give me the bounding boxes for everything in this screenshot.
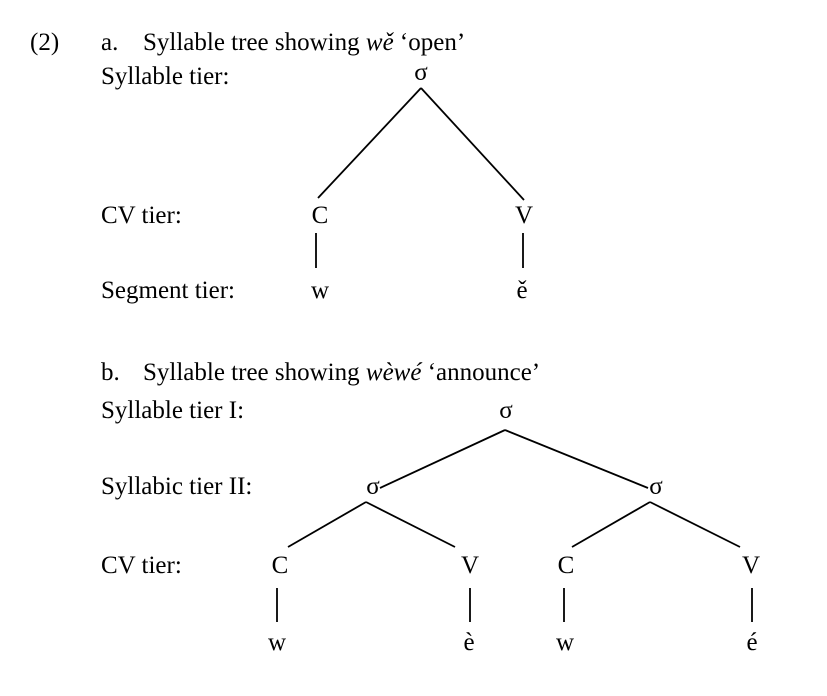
example-number: (2) — [30, 29, 60, 56]
title-gloss: ‘open’ — [393, 29, 466, 56]
branch-b-s1-c — [287, 501, 367, 548]
node-v2: V — [741, 552, 761, 579]
segment-e: ě — [516, 277, 528, 304]
node-sigma-1: σ — [366, 473, 380, 500]
title-word: wèwé — [365, 359, 422, 386]
branch-a-sigma-v — [420, 87, 525, 201]
node-c: C — [311, 202, 329, 229]
tier-label-syllable: Syllable tier: — [101, 63, 230, 90]
subexample-a-letter: a. — [101, 29, 119, 56]
node-sigma-2: σ — [649, 473, 663, 500]
branch-b-s1-v — [365, 501, 456, 548]
tier-label-syllable-1: Syllable tier I: — [101, 397, 245, 424]
branch-b-top-left — [379, 429, 506, 489]
node-sigma-top: σ — [499, 397, 513, 424]
tier-label-segment: Segment tier: — [101, 277, 235, 304]
node-v1: V — [460, 552, 480, 579]
segment-e1: è — [463, 629, 475, 656]
segment-w2: w — [555, 629, 575, 656]
title-text: Syllable tree showing — [143, 29, 366, 56]
segment-w: w — [310, 277, 330, 304]
tier-label-cv: CV tier: — [101, 202, 182, 229]
title-text: Syllable tree showing — [143, 359, 366, 386]
segment-e2: é — [746, 629, 758, 656]
branch-b-s2-v — [649, 501, 741, 548]
tier-label-cv: CV tier: — [101, 552, 182, 579]
node-c2: C — [557, 552, 575, 579]
subexample-a-title: Syllable tree showing wě ‘open’ — [143, 30, 465, 55]
subexample-b-title: Syllable tree showing wèwé ‘announce’ — [143, 360, 540, 385]
branch-b-top-right — [504, 429, 649, 489]
node-sigma: σ — [414, 59, 428, 86]
title-gloss: ‘announce’ — [421, 359, 541, 386]
node-v: V — [514, 202, 534, 229]
tier-label-syllable-2: Syllabic tier II: — [101, 473, 253, 500]
segment-w1: w — [267, 629, 287, 656]
branch-b-s2-c — [571, 501, 651, 548]
node-c1: C — [271, 552, 289, 579]
branch-a-sigma-c — [317, 87, 422, 199]
title-word: wě — [365, 29, 394, 56]
subexample-b-letter: b. — [101, 359, 120, 386]
